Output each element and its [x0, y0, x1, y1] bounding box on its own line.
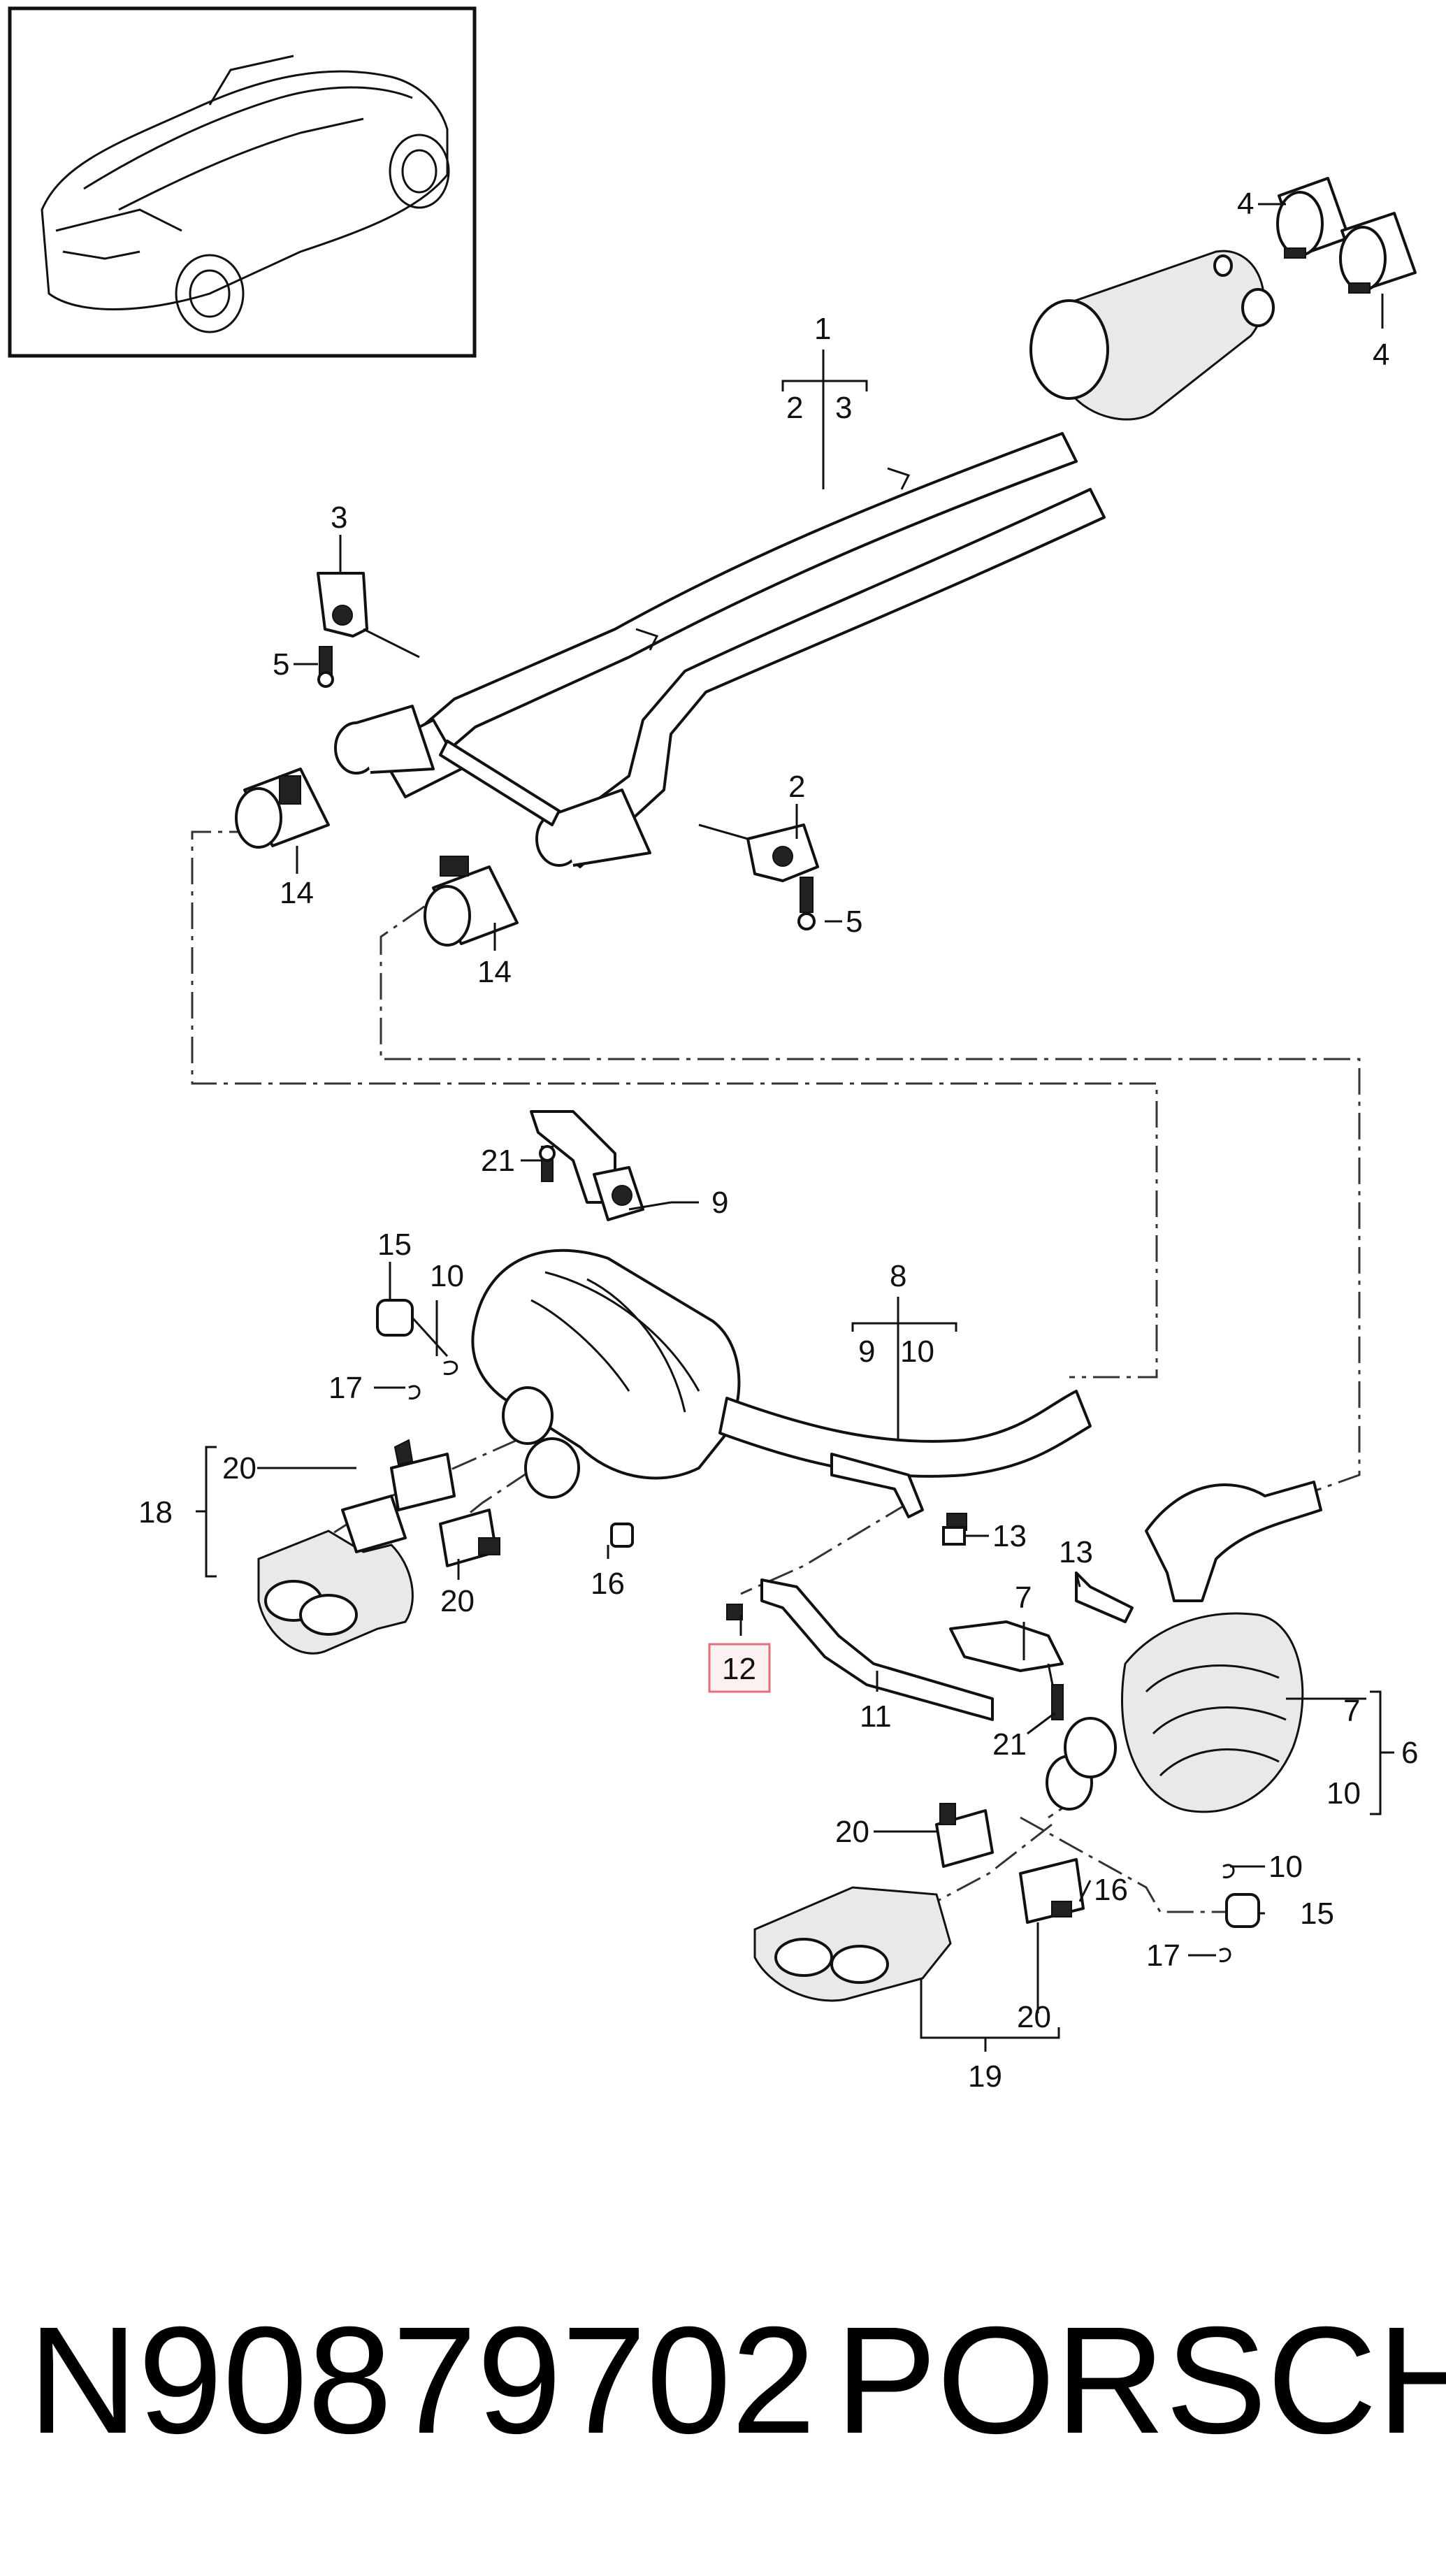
callout-6-sub-10: 10 [1326, 1776, 1361, 1811]
callout-14-left: 14 [280, 876, 314, 910]
hanger-9 [530, 1110, 672, 1221]
front-exhaust-pipe [334, 250, 1275, 868]
leader-lines [196, 203, 1394, 2052]
callout-1-sub-2: 2 [786, 391, 803, 425]
callout-13-right: 13 [1059, 1535, 1093, 1569]
callout-12[interactable]: 12 [722, 1652, 756, 1686]
callout-14-right: 14 [477, 955, 512, 989]
callout-labels: 1 2 3 3 5 2 5 4 4 14 14 21 9 15 10 17 20… [138, 187, 1418, 2094]
brand-name: PORSCHE [835, 2296, 1446, 2466]
callout-6: 6 [1401, 1736, 1418, 1770]
callout-17-left: 17 [328, 1371, 363, 1405]
callout-9: 9 [711, 1186, 728, 1220]
callout-3: 3 [331, 501, 347, 535]
callout-10-right: 10 [1268, 1850, 1303, 1884]
callout-15-left: 15 [377, 1228, 412, 1262]
callout-8-sub-9: 9 [858, 1334, 875, 1369]
callout-6-sub-7: 7 [1343, 1694, 1360, 1728]
callout-7: 7 [1015, 1581, 1032, 1615]
callout-16-right: 16 [1094, 1873, 1128, 1907]
callout-20-left-bottom: 20 [440, 1584, 475, 1618]
clamp-4-pair [1276, 177, 1417, 294]
right-tailpipe-group [753, 1803, 1260, 2002]
callout-16-left: 16 [591, 1567, 625, 1601]
callout-20-right-bottom: 20 [1017, 2000, 1051, 2034]
clamp-14-left [235, 768, 330, 849]
callout-18: 18 [138, 1495, 173, 1530]
callout-20-left-top: 20 [222, 1451, 256, 1485]
part-number: N90879702 [28, 2296, 816, 2466]
hanger-2 [698, 823, 819, 930]
callout-1-sub-3: 3 [835, 391, 852, 425]
callout-19: 19 [968, 2059, 1002, 2094]
callout-5-right: 5 [846, 905, 862, 939]
hanger-3 [317, 572, 420, 688]
callout-2: 2 [788, 770, 805, 804]
callout-21-mid: 21 [992, 1727, 1027, 1762]
callout-1: 1 [814, 312, 831, 346]
callout-11: 11 [860, 1699, 892, 1734]
callout-20-right-top: 20 [835, 1815, 869, 1849]
left-rear-muffler [471, 1249, 1092, 1531]
callout-8: 8 [890, 1259, 906, 1293]
callout-15-right: 15 [1300, 1897, 1334, 1931]
callout-13-left: 13 [992, 1519, 1027, 1553]
left-tailpipe-group [257, 1299, 634, 1655]
car-thumbnail [8, 6, 477, 358]
callout-21-top: 21 [481, 1144, 515, 1178]
callout-5-left: 5 [273, 647, 289, 682]
clamp-14-right [424, 856, 519, 947]
right-rear-muffler [949, 1481, 1322, 1813]
callout-4-top: 4 [1237, 187, 1254, 221]
callout-8-sub-10: 10 [900, 1334, 934, 1369]
callout-4-bottom: 4 [1373, 338, 1389, 372]
callout-17-right: 17 [1146, 1938, 1180, 1973]
highlight-box-12 [708, 1643, 771, 1693]
callout-10-left: 10 [430, 1259, 464, 1293]
